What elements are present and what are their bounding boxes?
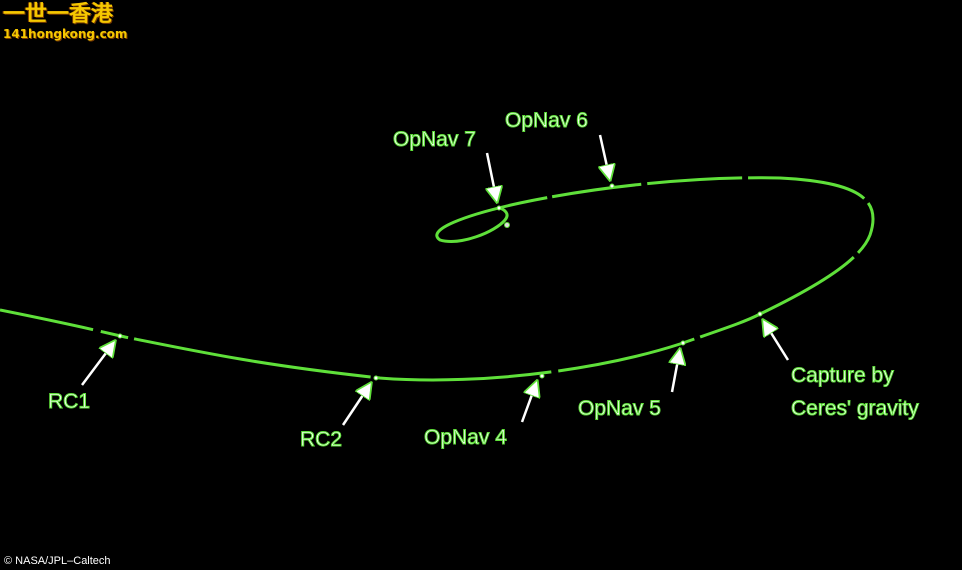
label-capture-line1: Capture by: [791, 364, 894, 387]
marker-opnav4: [539, 373, 545, 379]
marker-opnav7: [496, 205, 502, 211]
arrow-opnav7: [487, 152, 497, 202]
marker-opnav5: [680, 340, 686, 346]
trajectory-orbit: [435, 176, 875, 316]
marker-capture: [757, 311, 763, 317]
arrow-opnav4: [520, 381, 537, 423]
arrow-capture: [763, 320, 790, 361]
label-opnav4: OpNav 4: [424, 426, 507, 449]
arrow-opnav5: [672, 349, 680, 393]
site-watermark: 一世一香港 141hongkong.com: [3, 2, 128, 41]
label-rc1: RC1: [48, 390, 90, 413]
arrow-rc1: [81, 341, 115, 386]
label-opnav5: OpNav 5: [578, 397, 661, 420]
label-opnav6: OpNav 6: [505, 109, 588, 132]
label-capture-line2: Ceres' gravity: [791, 397, 919, 420]
label-opnav7: OpNav 7: [393, 128, 476, 151]
marker-rc1: [117, 333, 123, 339]
label-rc2: RC2: [300, 428, 342, 451]
watermark-site-name: 一世一香港: [3, 2, 114, 27]
arrow-rc2: [341, 383, 371, 426]
marker-rc2: [373, 375, 379, 381]
watermark-site-url: 141hongkong.com: [3, 27, 128, 41]
ceres-dot: [504, 222, 510, 228]
marker-opnav6: [609, 183, 615, 189]
image-credit: © NASA/JPL–Caltech: [4, 555, 111, 567]
arrow-opnav6: [600, 134, 610, 180]
trajectory-approach: [0, 308, 761, 382]
